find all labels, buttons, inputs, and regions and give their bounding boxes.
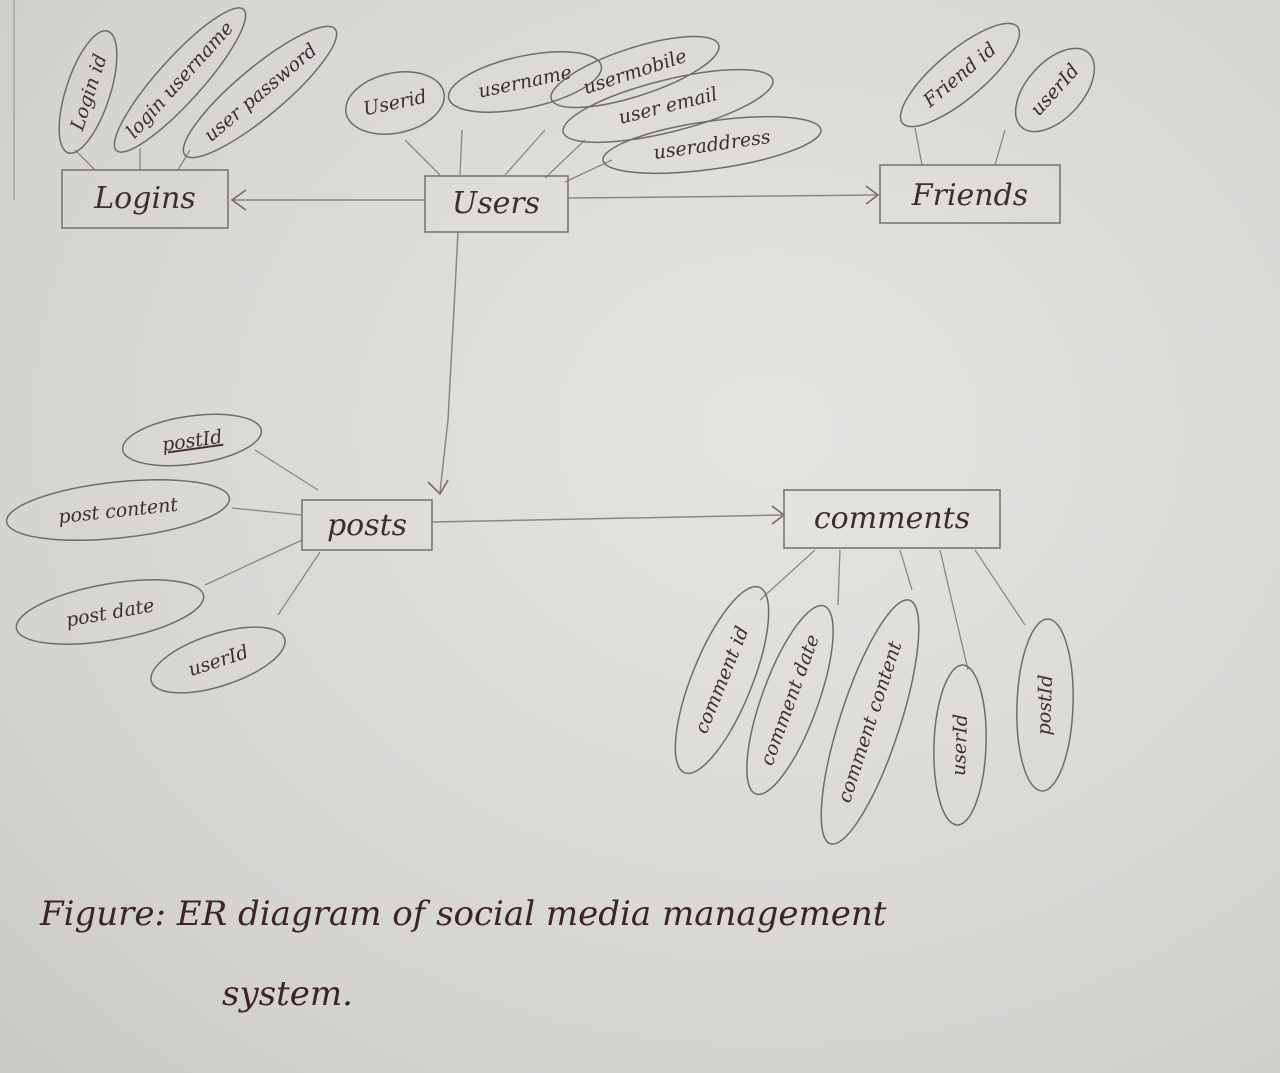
relationship-lines [230,185,880,525]
attr-post-id[interactable]: postId [119,406,264,473]
attr-comment-content[interactable]: comment content [802,591,938,853]
users-friends-line [567,194,877,199]
attr-comments-postid[interactable]: postId [1014,618,1076,792]
svg-text:comment content: comment content [834,638,907,805]
svg-text:postId: postId [1033,674,1057,735]
attr-comment-date[interactable]: comment date [729,596,850,803]
entity-friends[interactable]: Friends [879,164,1061,224]
attr-post-date[interactable]: post date [12,568,209,656]
entity-users-label: Users [452,186,540,221]
attr-posts-userid[interactable]: userId [143,614,292,707]
attr-login-id[interactable]: Login id [47,24,128,159]
posts-comments-line [431,514,783,523]
attr-post-content[interactable]: post content [4,470,233,549]
attribute-connectors [74,127,1026,671]
svg-text:userId: userId [948,714,972,777]
svg-text:comment id: comment id [691,623,754,736]
entity-logins[interactable]: Logins [61,169,229,229]
svg-text:post content: post content [57,494,179,528]
svg-text:postId: postId [161,426,224,456]
entity-friends-label: Friends [911,178,1028,213]
friends-arrowhead [865,185,880,205]
svg-text:user password: user password [200,39,322,146]
logins-arrowhead [230,189,247,211]
figure-caption-line1: Figure: ER diagram of social media manag… [39,894,887,934]
svg-text:Userid: Userid [361,86,429,121]
svg-text:usermobile: usermobile [581,45,690,99]
entity-posts-label: posts [327,508,407,543]
entity-comments[interactable]: comments [783,489,1001,549]
svg-text:Friend id: Friend id [918,38,1001,112]
svg-text:userId: userId [185,641,251,681]
entity-logins-label: Logins [93,181,196,216]
entity-users[interactable]: Users [424,175,569,233]
attr-friends-userid[interactable]: userId [1001,34,1110,146]
figure-caption-line2: system. [222,974,353,1014]
svg-text:post date: post date [64,594,156,631]
entity-posts[interactable]: posts [301,499,433,551]
posts-arrowhead [427,479,449,496]
attr-user-password[interactable]: user password [170,11,351,174]
entity-comments-label: comments [814,501,970,536]
users-posts-line [439,231,459,493]
attr-login-username[interactable]: login username [100,0,260,165]
attr-friend-id[interactable]: Friend id [887,8,1033,141]
svg-text:userId: userId [1026,60,1084,121]
attr-comments-userid[interactable]: userId [931,664,989,826]
svg-text:comment date: comment date [756,632,824,769]
svg-text:username: username [476,61,574,102]
svg-text:Login id: Login id [66,51,112,134]
attr-users-userid[interactable]: Userid [340,63,450,142]
